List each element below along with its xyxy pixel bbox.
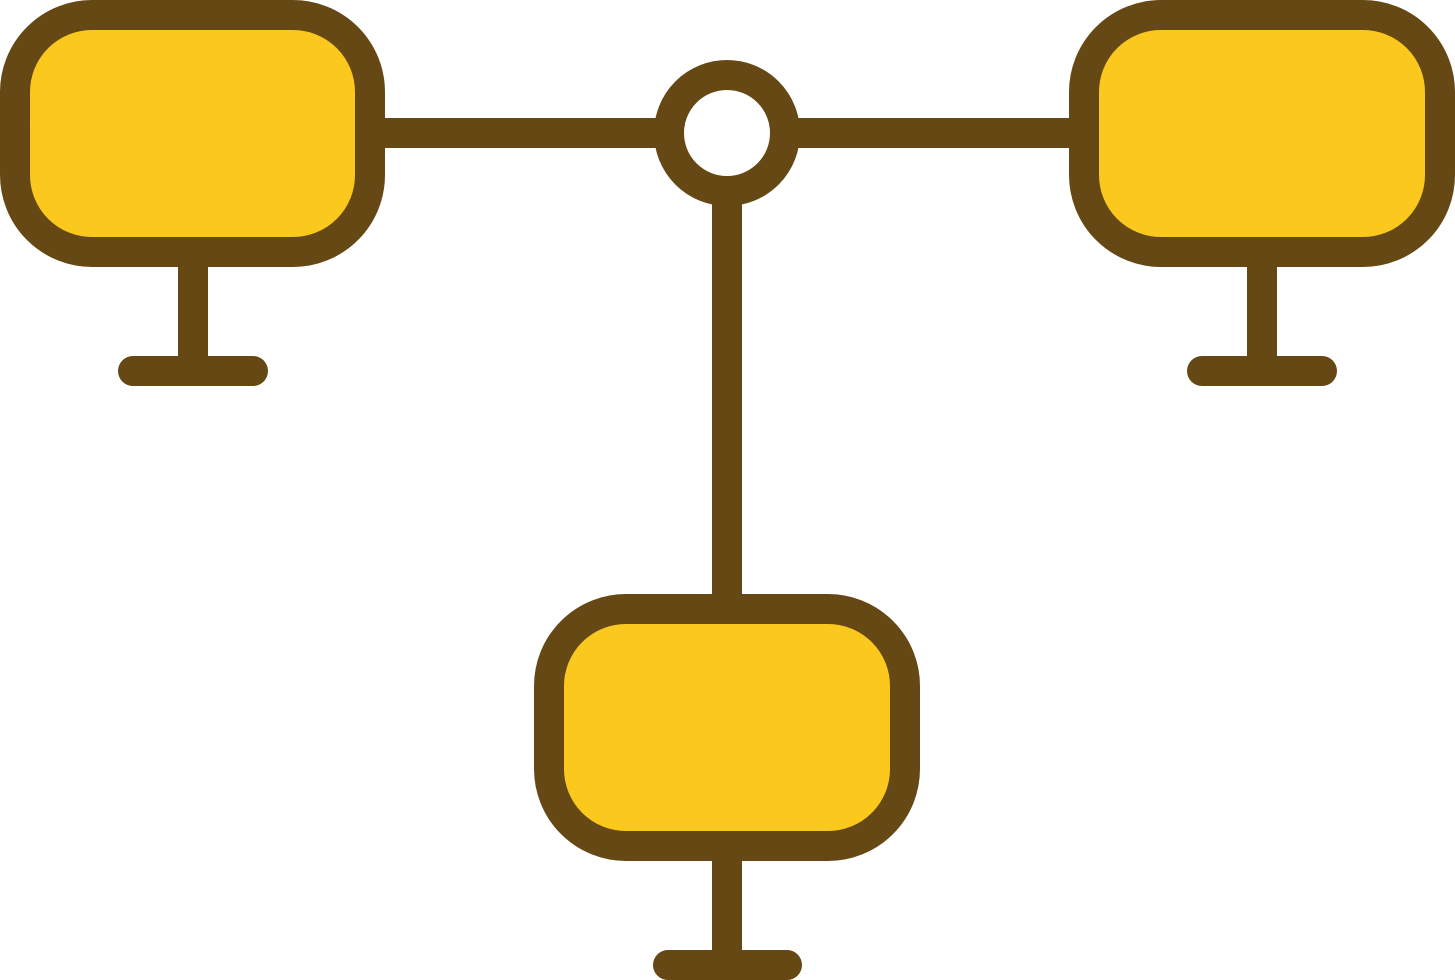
monitor-screen-right — [1069, 0, 1455, 267]
monitor-icon-bottom — [534, 594, 920, 980]
monitor-screen-left — [0, 0, 385, 267]
network-hub-icon — [654, 60, 800, 206]
monitor-icon-left — [0, 0, 385, 386]
connection-lines — [370, 118, 1084, 609]
monitor-screen-bottom — [534, 594, 920, 861]
monitor-icon-right — [1069, 0, 1455, 386]
